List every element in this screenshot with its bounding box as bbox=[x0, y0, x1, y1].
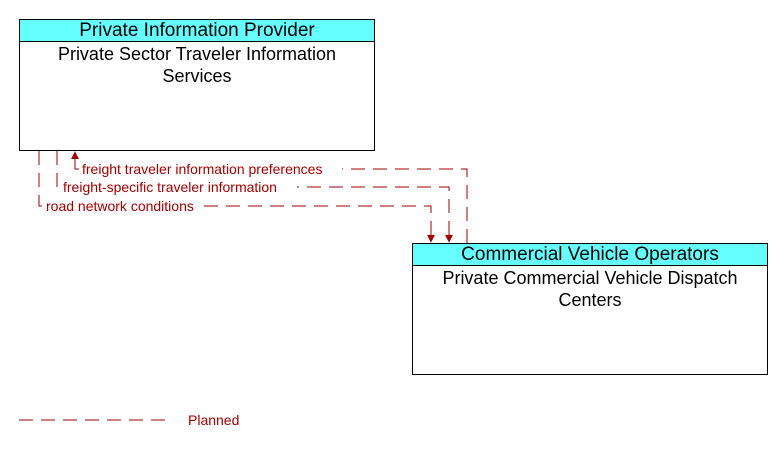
node-header: Private Information Provider bbox=[20, 20, 374, 42]
flow-label-freight-specific: freight-specific traveler information bbox=[63, 179, 277, 195]
node-commercial-vehicle-operators[interactable]: Commercial Vehicle Operators Private Com… bbox=[412, 243, 768, 375]
flow-label-road-network: road network conditions bbox=[46, 198, 194, 214]
node-header: Commercial Vehicle Operators bbox=[413, 244, 767, 266]
node-body-line: Services bbox=[162, 66, 232, 86]
node-body: Private Commercial Vehicle Dispatch Cent… bbox=[413, 266, 767, 311]
node-body-line: Private Commercial Vehicle Dispatch bbox=[442, 268, 738, 288]
flow-line-road-network[interactable] bbox=[38, 151, 435, 243]
flow-label-bg bbox=[80, 161, 342, 177]
flow-label-bg bbox=[44, 198, 204, 214]
legend-label-planned: Planned bbox=[188, 412, 239, 428]
node-private-information-provider[interactable]: Private Information Provider Private Sec… bbox=[19, 19, 375, 151]
node-body: Private Sector Traveler Information Serv… bbox=[20, 42, 374, 87]
flow-label-preferences: freight traveler information preferences bbox=[82, 161, 322, 177]
node-body-line: Centers bbox=[558, 290, 622, 310]
flow-label-bg bbox=[61, 179, 297, 195]
node-body-line: Private Sector Traveler Information bbox=[57, 44, 337, 64]
